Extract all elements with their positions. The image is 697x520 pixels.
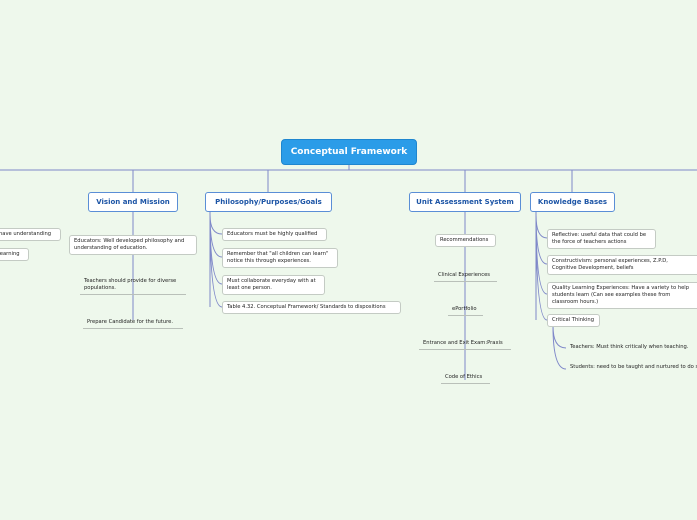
vision-child-3[interactable]: Prepare Candidate for the future. xyxy=(83,319,183,330)
assessment-child-4[interactable]: Entrance and Exit Exam:Praxis xyxy=(419,340,511,351)
vision-child-2[interactable]: Teachers should provide for diverse popu… xyxy=(80,278,186,296)
critical-thinking-node[interactable]: Critical Thinking xyxy=(547,314,600,328)
left-partial-child-2[interactable]: Learning xyxy=(0,248,29,262)
vision-mission-node[interactable]: Vision and Mission xyxy=(88,192,178,212)
assessment-child-3[interactable]: ePortfolio xyxy=(448,306,483,317)
left-partial-child-1[interactable]: have understanding xyxy=(0,228,61,242)
knowledge-child-1[interactable]: Reflective: useful data that could be th… xyxy=(547,229,656,250)
root-node[interactable]: Conceptual Framework xyxy=(281,139,417,165)
philosophy-child-4[interactable]: Table 4.32. Conceptual Framework/ Standa… xyxy=(222,301,401,315)
assessment-child-1[interactable]: Recommendations xyxy=(435,234,496,248)
philosophy-child-3[interactable]: Must collaborate everyday with at least … xyxy=(222,275,325,296)
critical-thinking-child-1[interactable]: Teachers: Must think critically when tea… xyxy=(570,344,689,350)
philosophy-node[interactable]: Philosophy/Purposes/Goals xyxy=(205,192,332,212)
vision-child-1[interactable]: Educators: Well developed philosophy and… xyxy=(69,235,197,256)
assessment-node[interactable]: Unit Assessment System xyxy=(409,192,521,212)
critical-thinking-child-2[interactable]: Students: need to be taught and nurtured… xyxy=(570,364,697,370)
philosophy-child-2[interactable]: Remember that "all children can learn" n… xyxy=(222,248,338,269)
assessment-child-2[interactable]: Clinical Experiences xyxy=(434,272,497,283)
assessment-child-5[interactable]: Code of Ethics xyxy=(441,374,490,385)
philosophy-child-1[interactable]: Educators must be highly qualified xyxy=(222,228,327,242)
knowledge-bases-node[interactable]: Knowledge Bases xyxy=(530,192,615,212)
knowledge-child-3[interactable]: Quality Learning Experiences: Have a var… xyxy=(547,282,697,310)
knowledge-child-2[interactable]: Constructivism: personal experiences, Z.… xyxy=(547,255,697,276)
